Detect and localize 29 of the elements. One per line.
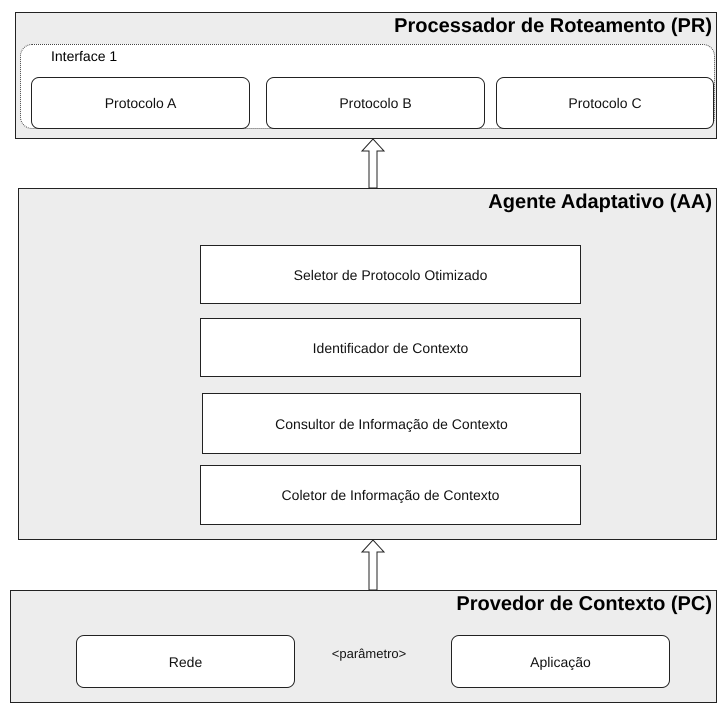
protocol-box (266, 77, 485, 129)
box-label: Protocolo C (568, 95, 642, 111)
protocol-box (31, 77, 250, 129)
box-label: Protocolo A (104, 95, 176, 111)
component-box (202, 393, 581, 454)
protocol-box (76, 635, 295, 688)
group-label: Interface 1 (51, 48, 118, 64)
interface-group (20, 44, 715, 129)
layer-panel (10, 590, 717, 703)
box-label: Consultor de Informação de Contexto (275, 416, 508, 432)
layer-title: Provedor de Contexto (PC) (456, 593, 712, 616)
protocol-box (451, 635, 670, 688)
layer-panel (15, 12, 717, 139)
block-arrow (360, 138, 386, 188)
parameter-label: <parâmetro> (330, 646, 408, 661)
layer-title: Agente Adaptativo (AA) (488, 191, 712, 214)
box-label: Protocolo B (339, 95, 412, 111)
block-arrow (360, 539, 386, 590)
layer-title: Processador de Roteamento (PR) (394, 15, 712, 38)
component-box (200, 245, 581, 304)
component-box (200, 465, 581, 525)
box-label: Aplicação (530, 654, 591, 670)
box-label: Identificador de Contexto (312, 340, 468, 356)
box-label: Coletor de Informação de Contexto (282, 487, 500, 503)
component-box (200, 318, 581, 377)
box-label: Rede (168, 654, 202, 670)
box-label: Seletor de Protocolo Otimizado (294, 266, 488, 282)
protocol-box (496, 77, 714, 129)
layer-panel (18, 188, 717, 540)
